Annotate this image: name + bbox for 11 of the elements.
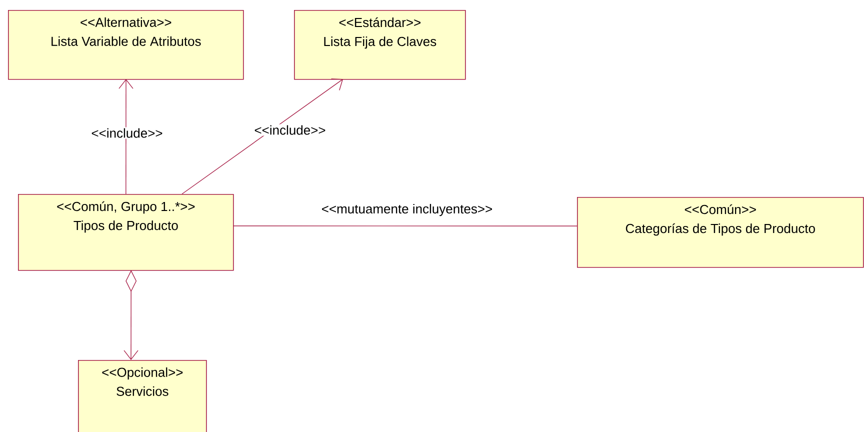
edge-label: <<include>>: [253, 124, 327, 136]
connector: [118, 79, 134, 194]
class-box: <<Común, Grupo 1..*>> Tipos de Producto: [18, 194, 234, 271]
class-box: <<Alternativa>> Lista Variable de Atributos: [8, 10, 244, 80]
connector: [124, 270, 138, 360]
edge-label: <<mutuamente incluyentes>>: [320, 202, 494, 218]
class-box: <<Estándar>> Lista Fija de Claves: [294, 10, 466, 80]
class-box: <<Opcional>> Servicios: [78, 360, 207, 432]
class-box: <<Común>> Categorías de Tipos de Producto: [577, 197, 864, 268]
connector: [182, 78, 344, 194]
edge-label: <<include>>: [90, 127, 164, 139]
